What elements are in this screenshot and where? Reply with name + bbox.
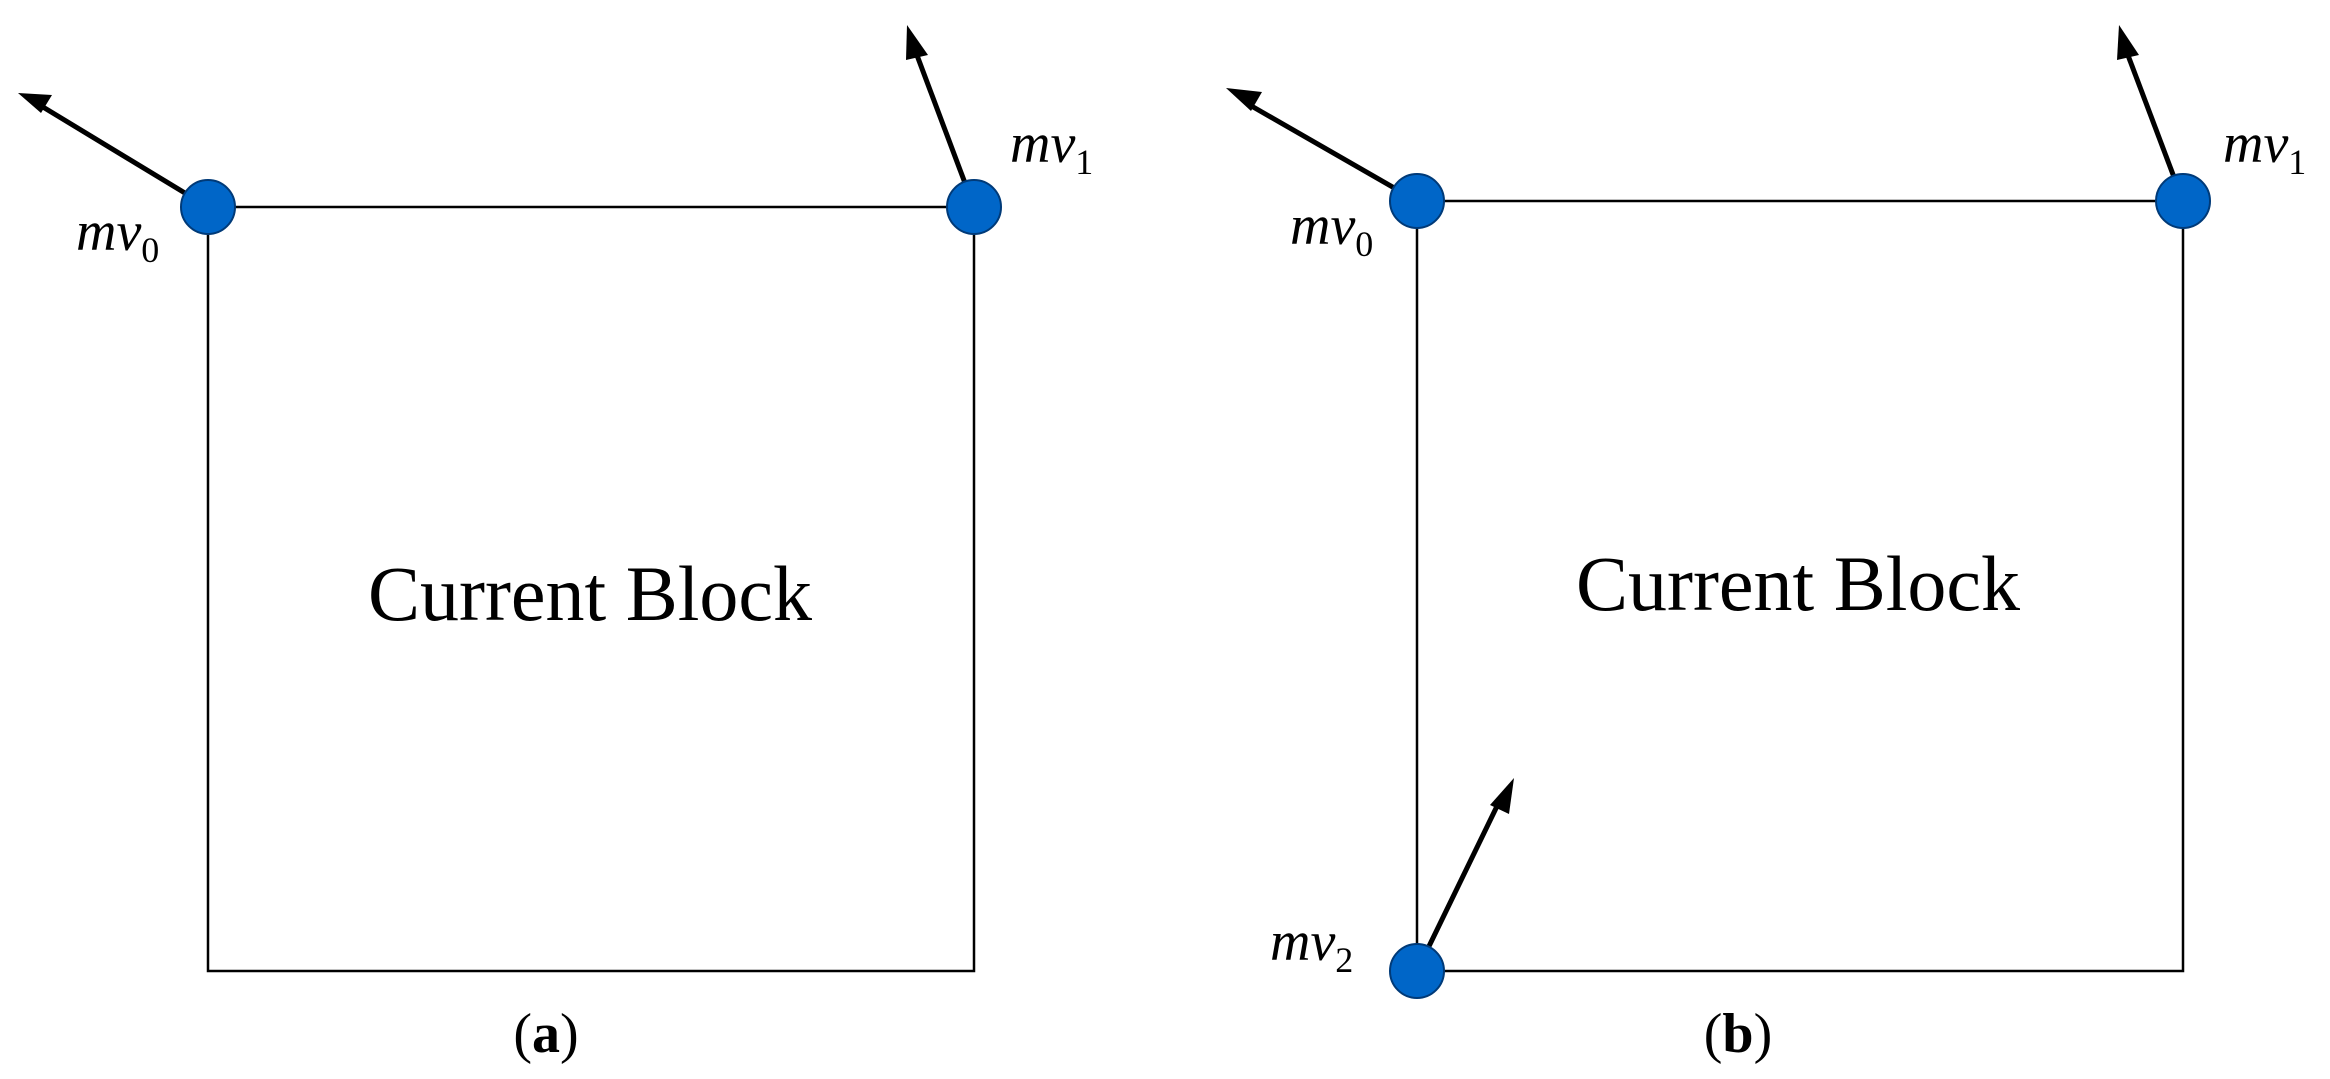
mv0-label: mv0 (1290, 195, 1373, 264)
arrowhead-icon (1226, 88, 1262, 111)
arrowhead-icon (1490, 778, 1514, 814)
control-point-mv2 (1389, 943, 1445, 999)
mv1-label: mv1 (1010, 113, 1093, 182)
mv1-label: mv1 (2223, 113, 2306, 182)
panel-a: Current Block mv0 mv1 (a) (18, 25, 1093, 1065)
panel-caption-a: (a) (513, 1003, 578, 1065)
control-point-mv0 (1389, 173, 1445, 229)
mv2-label: mv2 (1270, 911, 1353, 980)
current-block-rect (206, 205, 976, 973)
arrowhead-icon (18, 93, 52, 113)
arrowhead-icon (906, 25, 928, 60)
control-point-mv1 (946, 179, 1002, 235)
control-point-mv0 (180, 179, 236, 235)
arrowhead-icon (2117, 25, 2139, 60)
motion-vector-arrow (36, 101, 210, 210)
mv0-label: mv0 (76, 201, 159, 270)
block-label: Current Block (1576, 540, 2020, 627)
block-label: Current Block (368, 550, 812, 637)
current-block-rect (1415, 199, 2185, 973)
control-point-mv1 (2155, 173, 2211, 229)
panel-b: Current Block mv0 mv1 mv2 (b) (1226, 25, 2306, 1065)
motion-vector-arrow (1414, 798, 1503, 973)
panel-caption-b: (b) (1704, 1003, 1772, 1065)
motion-vector-arrow (1246, 101, 1419, 204)
